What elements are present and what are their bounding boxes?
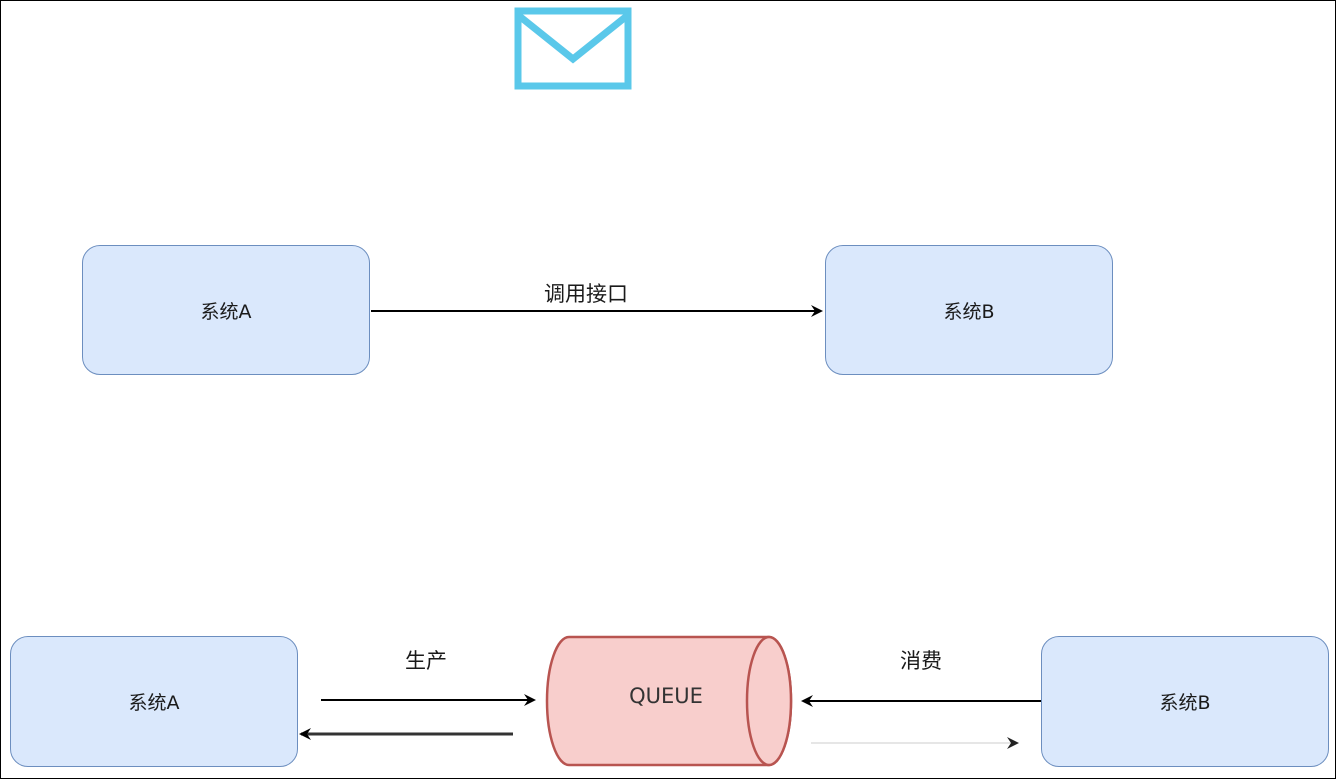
system-b-bottom-label: 系统B [1159, 692, 1211, 714]
call-label: 调用接口 [544, 282, 628, 306]
system-a-top: 系统A [82, 245, 370, 375]
system-b-bottom: 系统B [1041, 636, 1329, 767]
queue-label: QUEUE [629, 684, 703, 708]
queue-cylinder [545, 635, 793, 767]
system-a-bottom-label: 系统A [128, 692, 180, 714]
produce-label: 生产 [405, 649, 447, 673]
consume-label: 消费 [900, 649, 942, 673]
envelope-icon [514, 7, 632, 90]
system-a-top-label: 系统A [200, 300, 252, 323]
system-b-top-label: 系统B [943, 300, 995, 323]
system-b-top: 系统B [825, 245, 1113, 375]
system-a-bottom: 系统A [10, 636, 298, 767]
